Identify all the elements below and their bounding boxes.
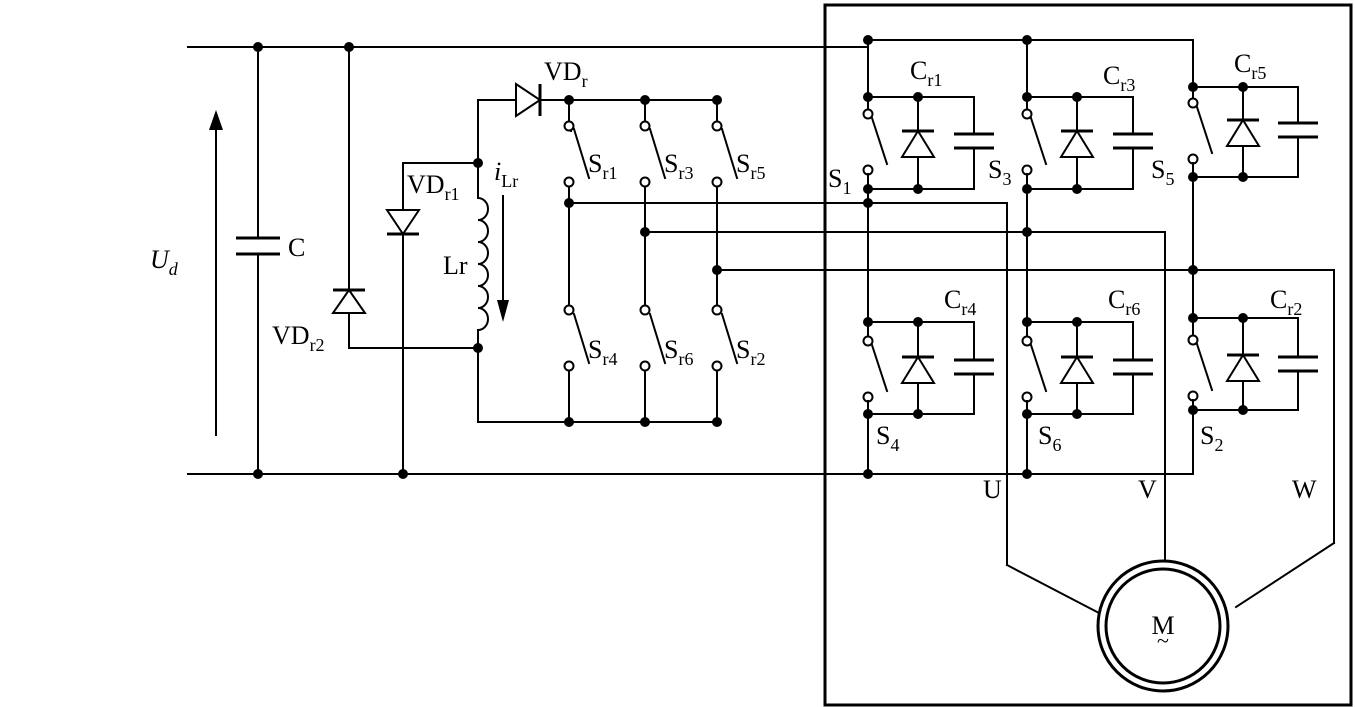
inverter-switch-label: S3 <box>988 155 1011 189</box>
voltage-label: Ud <box>150 245 179 279</box>
inverter-switch-label: S1 <box>828 164 851 198</box>
junction-dot <box>473 158 483 168</box>
switch-cell-s4 <box>862 309 994 421</box>
junction-dot <box>253 42 263 52</box>
current-label: iLr <box>494 157 518 191</box>
voltage-arrow <box>209 110 223 436</box>
inverter-switch-label: S4 <box>876 421 899 455</box>
aux-switch-label: Sr6 <box>664 335 693 369</box>
aux-switch-label: Sr4 <box>588 335 617 369</box>
aux-switch-label: Sr2 <box>736 335 765 369</box>
phase-label-u: U <box>983 475 1002 504</box>
motor-label: M <box>1151 611 1174 640</box>
phase-links <box>568 202 1335 566</box>
motor-ac-symbol: ~ <box>1157 628 1169 653</box>
junction-dot <box>398 469 408 479</box>
dc-bus <box>187 39 1194 475</box>
diode-vdr1 <box>385 162 479 475</box>
switch-cell-s3 <box>1021 86 1153 198</box>
aux-switch-columns <box>568 99 739 423</box>
snubber-capacitor-label: Cr3 <box>1103 61 1135 95</box>
motor <box>1005 541 1336 693</box>
switch-cell-s1 <box>862 86 994 198</box>
switch-cell-s6 <box>1021 309 1153 421</box>
inverter-switch-label: S5 <box>1151 155 1174 189</box>
switch-cell-s2 <box>1187 309 1318 421</box>
capacitor-label: C <box>288 233 305 262</box>
vdr-label: VDr <box>544 57 588 91</box>
diode-vdr2 <box>331 46 479 349</box>
inverter-switch-label: S6 <box>1038 421 1061 455</box>
diode-vdr <box>477 82 718 118</box>
inductor-label: Lr <box>443 251 468 280</box>
junction-dot <box>253 469 263 479</box>
inverter-enclosure <box>823 3 1353 707</box>
vdr2-label: VDr2 <box>272 321 325 355</box>
dc-capacitor <box>236 46 280 475</box>
snubber-capacitor-label: Cr4 <box>944 285 976 319</box>
snubber-capacitor-label: Cr2 <box>1270 285 1302 319</box>
aux-switch-label: Sr3 <box>664 149 693 183</box>
inverter-junction-dots <box>863 35 1198 479</box>
aux-switch-terminals <box>563 120 723 372</box>
snubber-capacitor-label: Cr1 <box>910 56 942 90</box>
snubber-capacitor-label: Cr5 <box>1234 49 1266 83</box>
junction-dot <box>473 343 483 353</box>
phase-label-w: W <box>1292 475 1317 504</box>
inductor-lr <box>476 99 489 423</box>
switch-cell-s5 <box>1187 82 1318 182</box>
snubber-capacitor-label: Cr6 <box>1108 285 1140 319</box>
aux-junction-dots <box>564 95 722 427</box>
aux-switch-label: Sr5 <box>736 149 765 183</box>
vdr1-label: VDr1 <box>407 170 460 204</box>
current-arrow <box>497 195 509 322</box>
inverter-switch-label: S2 <box>1200 421 1223 455</box>
aux-switch-label: Sr1 <box>588 149 617 183</box>
junction-dot <box>344 42 354 52</box>
inverter-legs <box>867 39 1194 475</box>
phase-label-v: V <box>1138 475 1157 504</box>
